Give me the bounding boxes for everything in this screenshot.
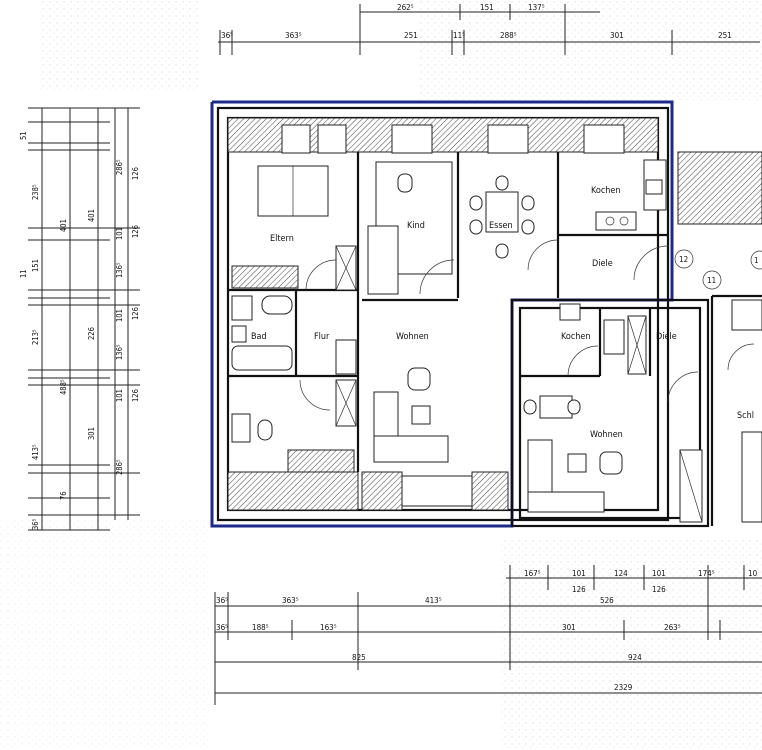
room-label-diele-2: Diele — [656, 332, 677, 342]
dim-left-13: 301 — [87, 427, 96, 440]
dim-left-22: 126 — [131, 307, 140, 320]
dim-top-4: 36⁵ — [221, 31, 233, 40]
dim-left-15: 101 — [115, 227, 124, 240]
apartment-left: Eltern Kind Essen Kochen Diele — [210, 100, 674, 528]
room-label-wohnen-2: Wohnen — [590, 430, 623, 440]
dim-left-20: 286⁵ — [115, 459, 124, 475]
dim-bottom-11: 413⁵ — [425, 596, 442, 605]
dim-bottom-16: 301 — [562, 623, 576, 632]
dim-bottom-20: 2329 — [614, 683, 633, 692]
room-label-essen: Essen — [489, 221, 513, 231]
dim-bottom-7: 126 — [572, 585, 586, 594]
room-label-kind: Kind — [407, 221, 425, 231]
dim-bottom-15: 163⁵ — [320, 623, 337, 632]
dim-left-24: 126 — [131, 167, 140, 180]
dim-left-14: 286⁵ — [115, 159, 124, 175]
dim-bottom-8: 126 — [652, 585, 666, 594]
dim-bottom-13: 36⁵ — [216, 623, 228, 632]
dim-top-1: 262⁵ — [397, 3, 414, 12]
dim-left-4: 151 — [31, 259, 40, 272]
dim-left-17: 101 — [115, 309, 124, 322]
dim-left-18: 136⁵ — [115, 344, 124, 360]
dim-bottom-18: 825 — [352, 653, 366, 662]
dim-top-6: 251 — [404, 31, 418, 40]
dim-top-8: 288⁵ — [500, 31, 517, 40]
dim-bottom-14: 188⁵ — [252, 623, 269, 632]
dim-left-12: 226 — [87, 327, 96, 340]
dim-bottom-10: 363⁵ — [282, 596, 299, 605]
dim-bottom-6: 10 — [748, 569, 758, 578]
axis-markers: 12 11 1 — [674, 249, 762, 290]
dim-bottom-12: 526 — [600, 596, 614, 605]
dim-bottom-2: 101 — [572, 569, 586, 578]
axis-marker-12: 12 — [679, 255, 688, 264]
dim-bottom-17: 263⁵ — [664, 623, 681, 632]
dim-left-2: 238⁵ — [31, 184, 40, 200]
dim-bottom-19: 924 — [628, 653, 642, 662]
room-label-diele-1: Diele — [592, 259, 613, 269]
dim-left-6: 413⁵ — [31, 444, 40, 460]
dim-top-5: 363⁵ — [285, 31, 302, 40]
dim-top-3: 137⁵ — [528, 3, 545, 12]
dim-left-3: 11 — [19, 269, 28, 278]
dim-top-7: 11⁵ — [453, 31, 465, 40]
room-label-schl: Schl — [737, 411, 754, 421]
dimension-top: 262⁵ 151 137⁵ 36⁵ 363⁵ 251 11⁵ 288⁵ 301 … — [218, 3, 760, 55]
dim-bottom-4: 101 — [652, 569, 666, 578]
dim-top-2: 151 — [480, 3, 494, 12]
room-label-wohnen-1: Wohnen — [396, 332, 429, 342]
dimension-left: 51 238⁵ 11 151 213⁵ 413⁵ 36⁵ 401 488⁵ 76… — [19, 107, 140, 531]
axis-marker-1: 1 — [754, 256, 759, 265]
dim-top-9: 301 — [610, 31, 624, 40]
dim-left-5: 213⁵ — [31, 329, 40, 345]
dim-bottom-1: 167⁵ — [524, 569, 541, 578]
room-label-kochen-1: Kochen — [591, 186, 621, 196]
dim-left-16: 136⁵ — [115, 262, 124, 278]
dim-left-21: 126 — [131, 225, 140, 238]
dim-left-19: 101 — [115, 389, 124, 402]
dim-bottom-3: 124 — [614, 569, 628, 578]
dim-left-23: 126 — [131, 389, 140, 402]
room-label-flur: Flur — [314, 332, 330, 342]
apartment-partial: Schl 12 11 1 — [674, 151, 762, 526]
dim-left-8: 401 — [59, 219, 68, 232]
dim-top-10: 251 — [718, 31, 732, 40]
apartment-right: Kochen Diele Wohnen — [510, 298, 710, 528]
dim-left-11: 401 — [87, 209, 96, 222]
dim-left-1: 51 — [19, 131, 28, 140]
dim-left-7: 36⁵ — [31, 518, 40, 530]
dim-left-10: 76 — [59, 491, 68, 500]
dim-left-9: 488⁵ — [59, 379, 68, 395]
room-label-kochen-2: Kochen — [561, 332, 591, 342]
dim-bottom-9: 36⁵ — [216, 596, 228, 605]
axis-marker-11: 11 — [707, 276, 716, 285]
room-label-eltern: Eltern — [270, 234, 294, 244]
dim-bottom-5: 174⁵ — [698, 569, 715, 578]
room-label-bad: Bad — [251, 332, 267, 342]
dimension-bottom: 167⁵ 101 124 101 174⁵ 10 126 126 36⁵ 363… — [214, 565, 762, 705]
